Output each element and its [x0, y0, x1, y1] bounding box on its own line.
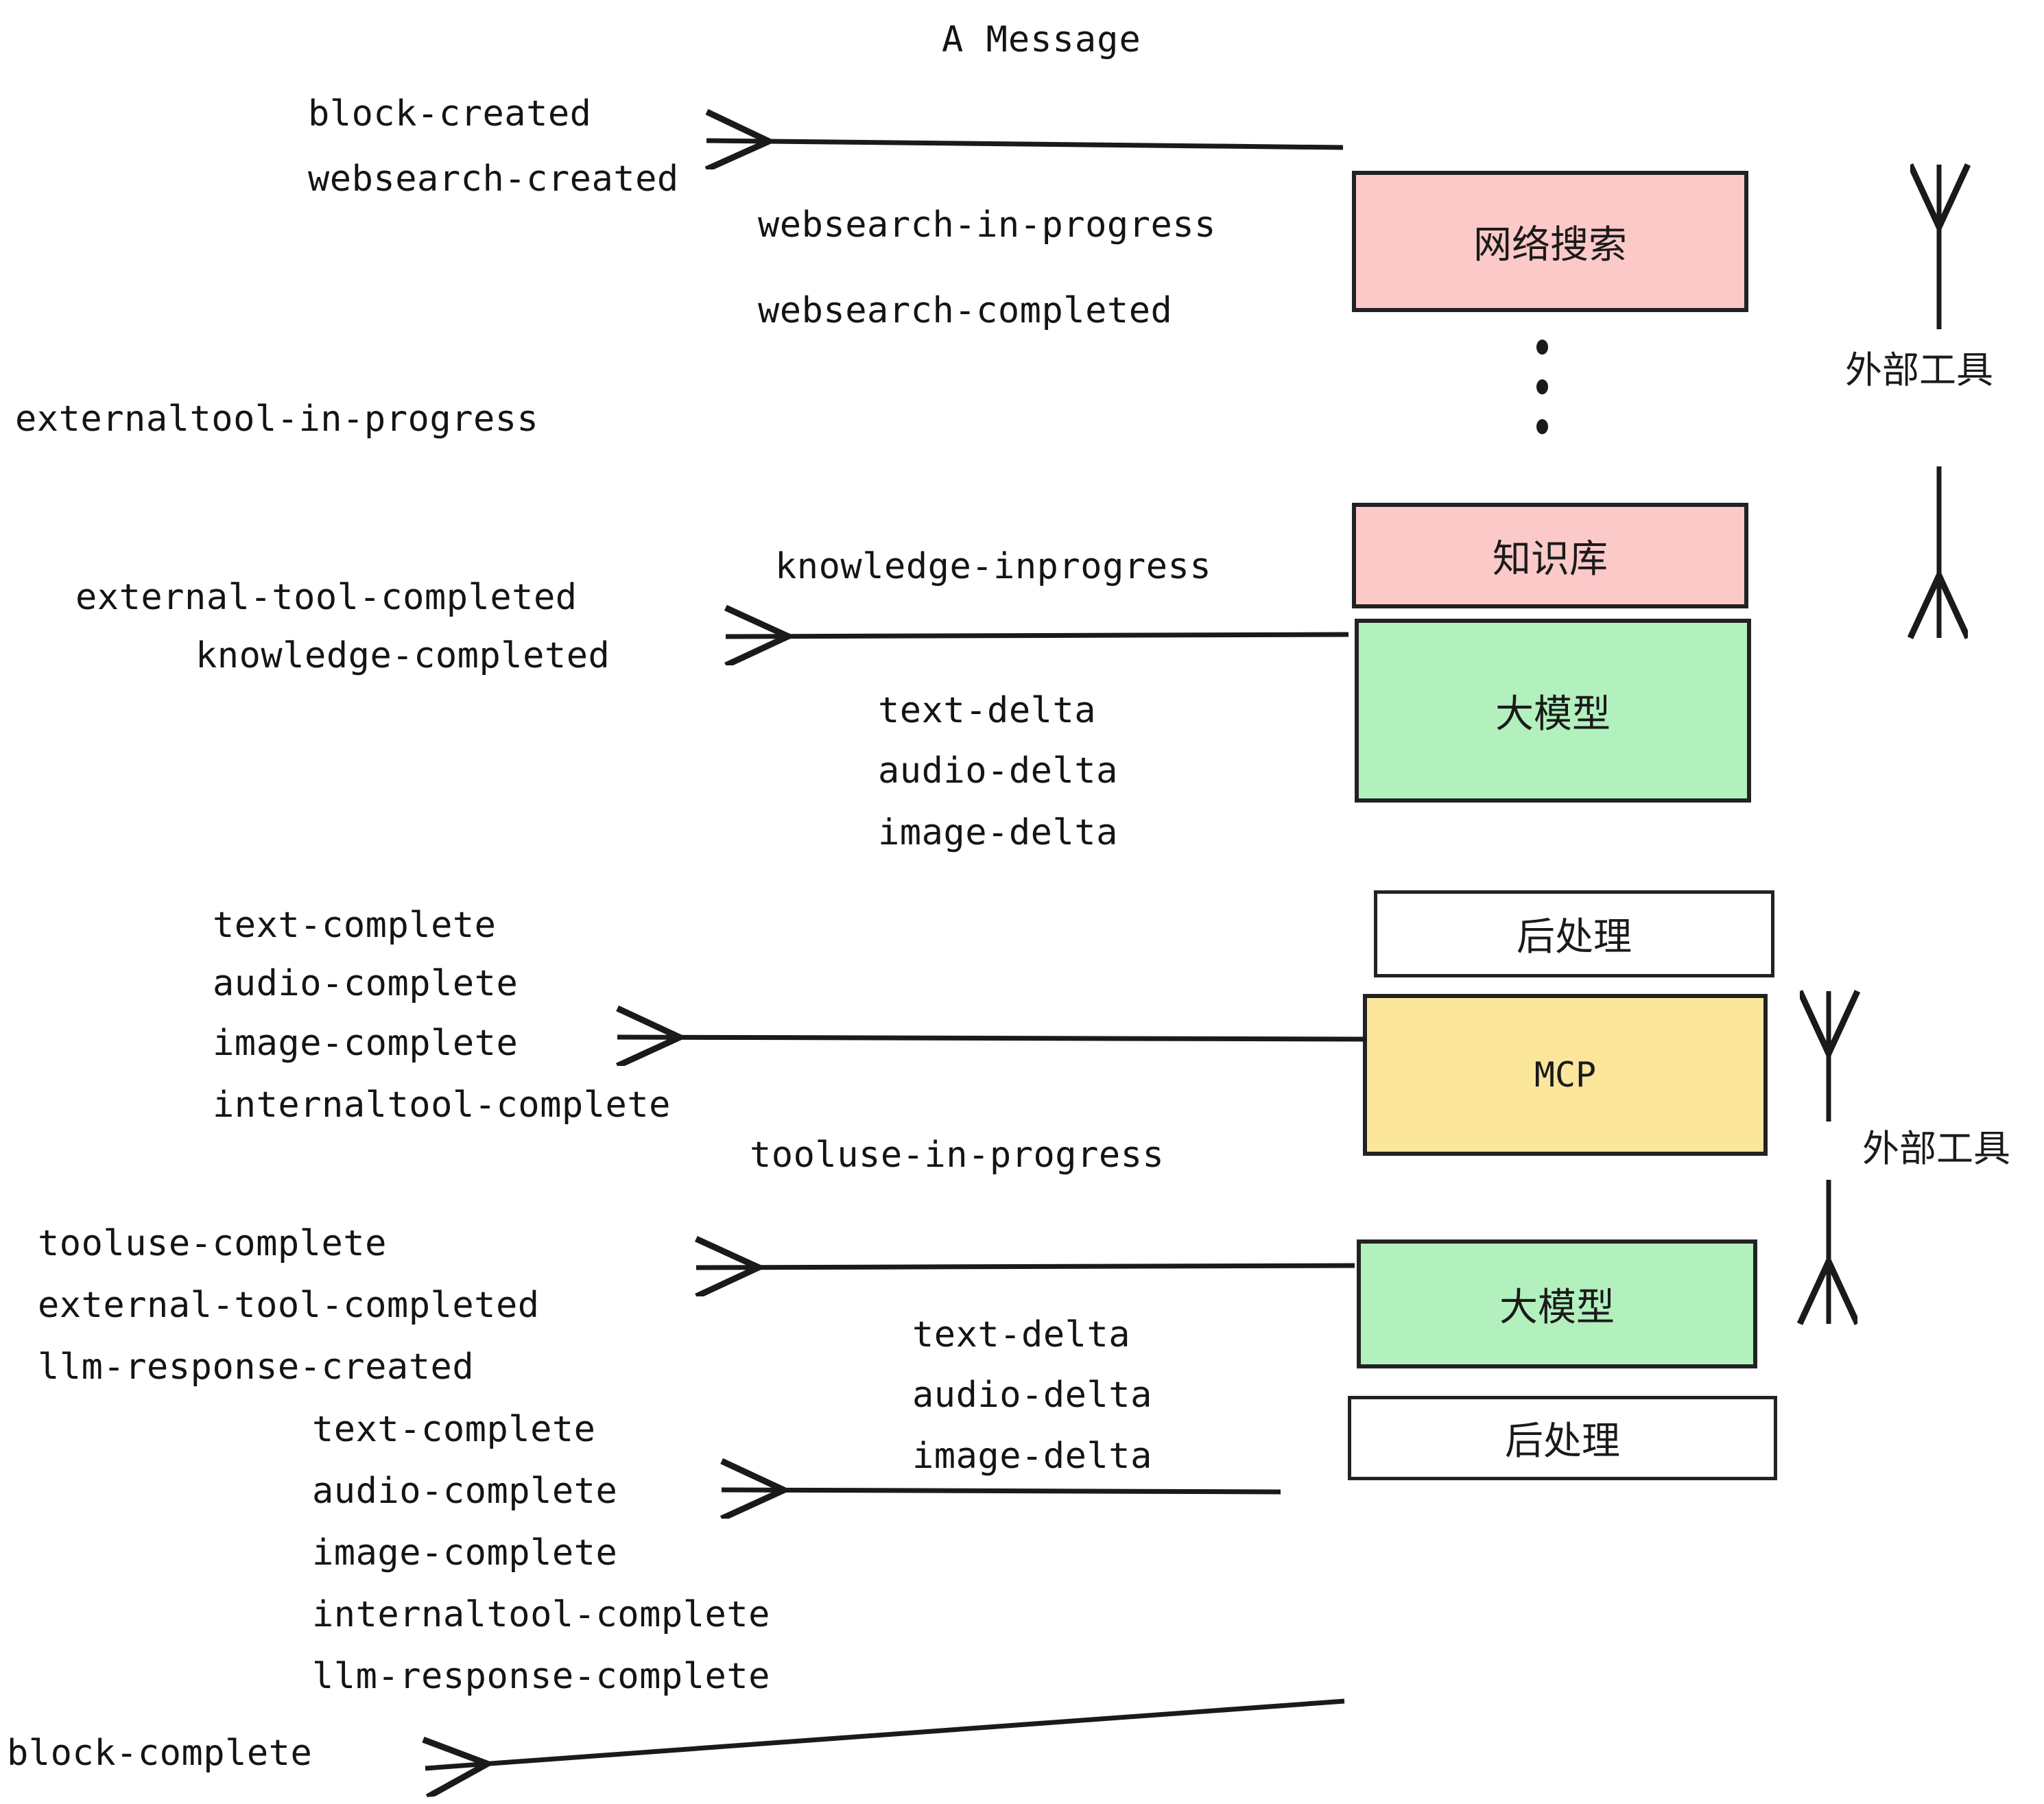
box-postprocess-1[interactable]: 后处理	[1374, 890, 1774, 977]
arrow-knowledge-to-completed	[726, 634, 1349, 637]
box-llm-2[interactable]: 大模型	[1357, 1239, 1757, 1368]
event-label-external-tool-completed-1: external-tool-completed	[75, 577, 578, 618]
side-label-external-tool-mcp: 外部工具	[1862, 1127, 2010, 1170]
event-label-internaltool-complete-2: internaltool-complete	[312, 1594, 770, 1635]
event-label-text-delta-2: text-delta	[912, 1314, 1131, 1355]
event-label-externaltool-in-progress: externaltool-in-progress	[15, 399, 539, 440]
event-label-text-complete-2: text-complete	[312, 1409, 596, 1450]
arrow-postprocess2-to-block-complete	[425, 1698, 1345, 1768]
side-label-external-tool-top: 外部工具	[1845, 348, 1993, 392]
event-label-image-complete-1: image-complete	[213, 1023, 519, 1064]
box-websearch[interactable]: 网络搜索	[1352, 171, 1748, 312]
box-postprocess-2-label: 后处理	[1505, 1419, 1620, 1464]
event-label-websearch-in-progress: websearch-in-progress	[758, 204, 1216, 246]
event-label-llm-response-complete: llm-response-complete	[312, 1656, 770, 1697]
event-label-image-delta-1: image-delta	[878, 812, 1118, 853]
box-postprocess-2[interactable]: 后处理	[1348, 1396, 1777, 1480]
event-label-image-delta-2: image-delta	[912, 1436, 1152, 1477]
arrow-mcp-to-tooluse-complete	[696, 1266, 1355, 1268]
event-label-external-tool-completed-2: external-tool-completed	[38, 1285, 540, 1326]
event-label-llm-response-created: llm-response-created	[38, 1346, 475, 1388]
ellipsis-dot	[1536, 419, 1548, 434]
vertical-ellipsis-icon	[1536, 340, 1548, 434]
arrow-websearch-to-created	[706, 141, 1344, 147]
event-label-websearch-created: websearch-created	[308, 158, 679, 200]
page-title: A Message	[942, 19, 1141, 60]
box-postprocess-1-label: 后处理	[1517, 915, 1632, 960]
event-label-audio-complete-1: audio-complete	[213, 963, 519, 1004]
box-llm-2-label: 大模型	[1499, 1285, 1615, 1330]
box-knowledge-label: 知识库	[1493, 536, 1608, 582]
box-llm-1[interactable]: 大模型	[1355, 619, 1751, 803]
event-label-block-created: block-created	[308, 93, 592, 134]
arrow-postprocess1-to-image-complete	[617, 1037, 1367, 1039]
ellipsis-dot	[1536, 340, 1548, 355]
event-label-image-complete-2: image-complete	[312, 1532, 618, 1574]
event-label-tooluse-in-progress: tooluse-in-progress	[750, 1135, 1165, 1176]
box-llm-1-label: 大模型	[1495, 691, 1611, 737]
event-label-websearch-completed: websearch-completed	[758, 290, 1173, 331]
event-label-text-complete-1: text-complete	[213, 905, 497, 946]
event-label-tooluse-complete: tooluse-complete	[38, 1223, 387, 1264]
event-label-audio-delta-2: audio-delta	[912, 1375, 1152, 1416]
box-knowledge[interactable]: 知识库	[1352, 503, 1748, 608]
box-mcp[interactable]: MCP	[1363, 994, 1768, 1156]
event-label-audio-delta-1: audio-delta	[878, 750, 1118, 792]
ellipsis-dot	[1536, 379, 1548, 394]
event-label-knowledge-completed: knowledge-completed	[195, 635, 610, 676]
event-label-text-delta-1: text-delta	[878, 690, 1097, 731]
event-label-knowledge-inprogress: knowledge-inprogress	[775, 546, 1212, 587]
event-label-audio-complete-2: audio-complete	[312, 1471, 618, 1512]
event-label-internaltool-complete-1: internaltool-complete	[213, 1084, 671, 1126]
box-mcp-label: MCP	[1534, 1055, 1597, 1095]
arrow-llm2-to-audio-complete	[722, 1490, 1281, 1492]
event-label-block-complete: block-complete	[7, 1733, 313, 1774]
box-websearch-label: 网络搜索	[1473, 222, 1627, 268]
